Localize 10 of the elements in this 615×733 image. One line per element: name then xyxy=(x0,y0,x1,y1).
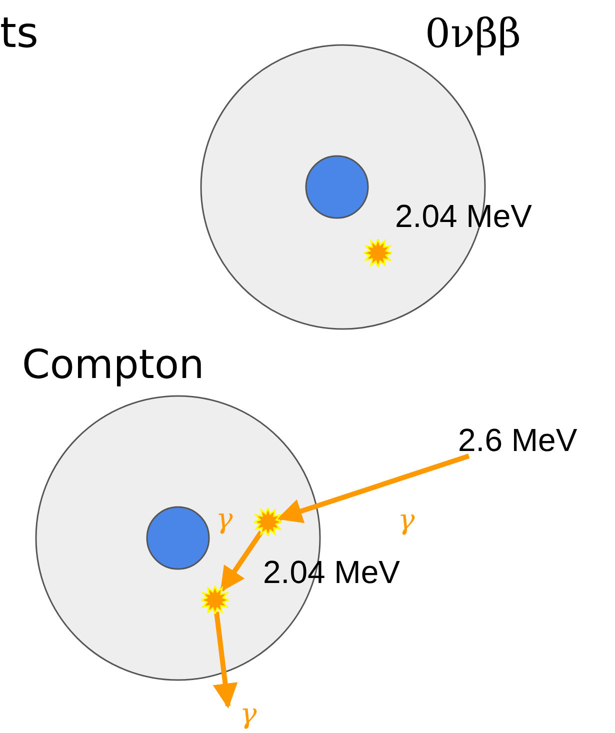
process-title: 0νββ xyxy=(425,14,522,54)
process-title: Compton xyxy=(22,345,204,385)
edge-label: γ xyxy=(398,506,415,534)
gamma-ray-arrow xyxy=(212,612,238,708)
heading-fragment: ts xyxy=(0,12,38,54)
gamma-ray-arrow xyxy=(277,454,470,524)
gamma-ray-arrow xyxy=(220,530,264,592)
energy-label: 2.6 MeV xyxy=(458,424,578,456)
edge-label: γ xyxy=(216,505,233,533)
edge-label: γ xyxy=(240,700,257,728)
